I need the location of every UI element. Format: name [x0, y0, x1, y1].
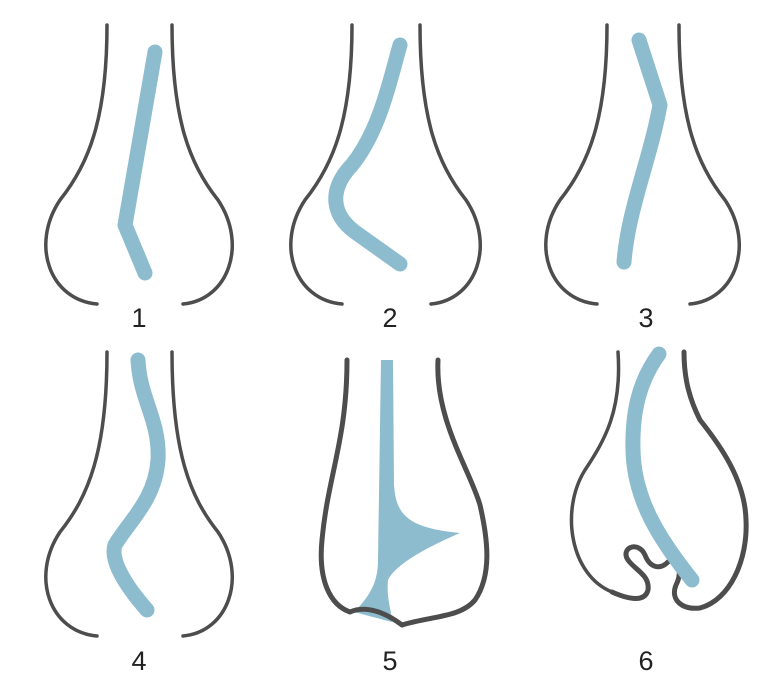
panel-5	[318, 357, 490, 628]
bone-outline-right	[418, 23, 482, 306]
bone-outline-right	[677, 23, 741, 306]
bone-outline-left	[289, 23, 354, 306]
bone-outline-left	[569, 350, 621, 594]
panel-label-1: 1	[131, 303, 147, 333]
bone-outline-left	[544, 23, 609, 306]
panel-2	[289, 23, 482, 306]
fracture-line	[616, 32, 668, 270]
panel-6	[569, 346, 749, 611]
bone-outline-left	[44, 350, 109, 638]
panel-label-3: 3	[638, 303, 654, 333]
panel-label-6: 6	[638, 646, 654, 676]
fracture-line	[117, 44, 163, 281]
fracture-line	[106, 352, 166, 618]
panel-1	[44, 23, 234, 306]
panel-4	[44, 350, 234, 638]
fracture-t-shaped	[354, 360, 460, 622]
bone-outline-right	[170, 350, 234, 638]
panel-label-5: 5	[382, 646, 398, 676]
panel-label-4: 4	[131, 646, 147, 676]
panel-label-2: 2	[382, 303, 398, 333]
bone-outline-left	[44, 23, 109, 306]
fracture-line	[328, 37, 408, 272]
bone-outline-lower	[609, 349, 749, 611]
bone-outline	[318, 357, 490, 628]
panel-3	[544, 23, 741, 306]
bone-outline-right	[170, 23, 234, 306]
fracture-line	[625, 346, 700, 588]
